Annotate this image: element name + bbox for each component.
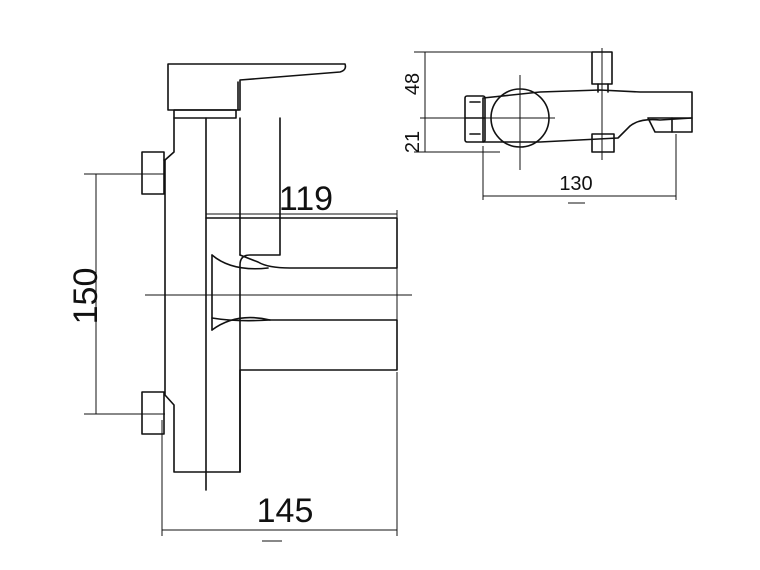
- dimension-label-21: 21: [402, 131, 424, 153]
- dimension-150: 150: [67, 173, 165, 415]
- dimension-label-150: 150: [67, 268, 105, 325]
- dimension-119: 119: [206, 180, 398, 320]
- front-view: 150 119 145: [67, 63, 412, 542]
- side-view: 48 21 130: [402, 48, 693, 204]
- dimension-label-119: 119: [279, 180, 333, 218]
- spout-outlet: [647, 117, 693, 133]
- dimension-145: 145: [161, 372, 398, 542]
- bottom-connector: [591, 133, 615, 153]
- dimension-130: 130: [482, 134, 677, 204]
- lower-connector: [141, 391, 165, 435]
- lever-handle: [167, 63, 347, 119]
- valve-body: [164, 117, 281, 491]
- spout: [205, 217, 398, 473]
- dimension-48-21: 48 21: [402, 51, 600, 153]
- dimension-label-48: 48: [402, 73, 424, 95]
- upper-connector: [141, 151, 166, 195]
- dimension-label-130: 130: [559, 173, 592, 195]
- dimension-label-145: 145: [257, 492, 314, 530]
